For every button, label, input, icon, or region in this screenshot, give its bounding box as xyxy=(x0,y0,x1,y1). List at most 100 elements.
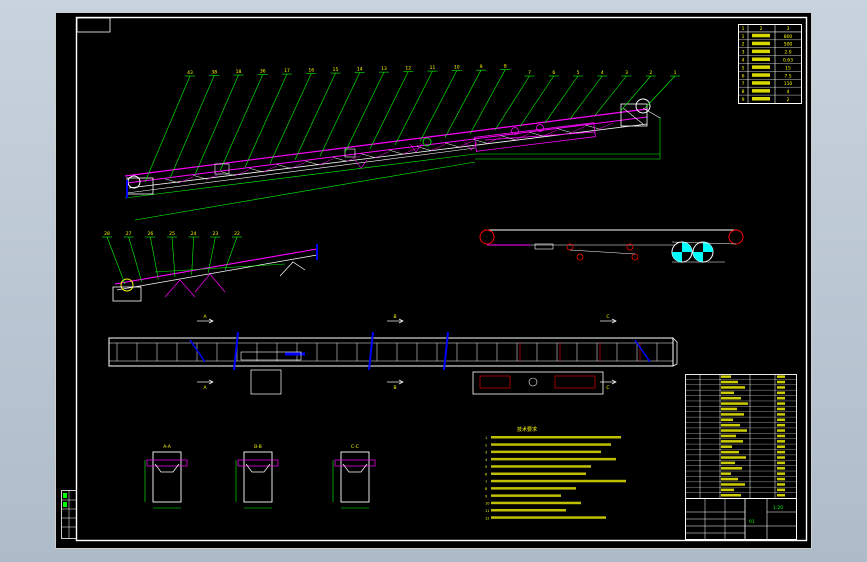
param-index: 7 xyxy=(742,81,745,87)
callout-number: 38 xyxy=(211,70,217,76)
technical-notes-title: 技术要求 xyxy=(517,426,537,433)
frame-truss xyxy=(178,176,194,184)
technical-note-number: 4 xyxy=(485,458,488,462)
section-belt xyxy=(237,459,279,467)
param-label-glyphs xyxy=(752,73,770,77)
callout-leader xyxy=(208,236,216,273)
support-leg xyxy=(354,159,368,169)
section-arrowhead xyxy=(611,318,617,324)
technical-note-number: 7 xyxy=(485,480,487,484)
callout-leader xyxy=(344,71,385,153)
callout-leader xyxy=(169,75,215,179)
callout-leader xyxy=(494,75,530,131)
section-marker-label: C xyxy=(606,314,609,320)
plan-joint xyxy=(233,331,239,371)
param-label-glyphs xyxy=(752,65,770,69)
callout-leader xyxy=(294,72,336,160)
bom-cell-text xyxy=(721,477,738,481)
frame-truss xyxy=(276,164,292,169)
bom-cell-text xyxy=(777,396,785,400)
callout-number: 23 xyxy=(212,231,218,237)
frame-truss xyxy=(458,140,474,148)
bom-cell-text xyxy=(721,423,740,427)
param-value: 110 xyxy=(784,81,793,87)
param-index: 9 xyxy=(742,97,745,103)
bom-cell-text xyxy=(777,483,785,486)
callout-number: 13 xyxy=(381,66,387,72)
bom-cell-text xyxy=(777,477,785,481)
bom-cell-text xyxy=(777,467,785,470)
bom-cell-text xyxy=(721,445,732,448)
callout-leader xyxy=(644,75,676,109)
callout-number: 27 xyxy=(126,231,132,237)
param-value: 800 xyxy=(784,34,793,40)
bom-cell-text xyxy=(721,440,743,443)
callout-number: 22 xyxy=(234,231,240,237)
callout-leader xyxy=(319,72,361,157)
technical-note-text xyxy=(491,450,601,454)
section-frame xyxy=(243,451,273,503)
support-leg xyxy=(464,141,478,151)
callout-leader xyxy=(569,75,603,120)
param-index: 3 xyxy=(742,50,745,56)
param-value: 4 xyxy=(787,89,790,95)
bom-cell-text xyxy=(721,456,746,459)
callout-leader xyxy=(244,73,288,168)
callout-number: 7 xyxy=(528,70,531,76)
bom-cell-text xyxy=(721,402,748,405)
technical-note-number: 12 xyxy=(485,516,489,520)
title-block-scale: 1:20 xyxy=(773,505,783,511)
belt-route-diagram xyxy=(479,229,744,263)
technical-note-text xyxy=(491,501,581,505)
bom-table xyxy=(685,374,797,499)
technical-note-text xyxy=(491,443,611,446)
param-label-glyphs xyxy=(752,81,770,85)
technical-note-text xyxy=(491,457,616,461)
callout-leader xyxy=(419,70,458,142)
bom-cell-text xyxy=(721,429,747,432)
section-arrowhead xyxy=(611,379,617,385)
section-arrowhead xyxy=(208,379,214,385)
bom-cell-text xyxy=(777,461,785,465)
callout-leader xyxy=(144,75,191,183)
bom-cell-text xyxy=(721,386,745,389)
param-index: 2 xyxy=(742,42,745,48)
callout-number: 9 xyxy=(480,64,483,70)
param-index: 1 xyxy=(742,34,745,40)
frame-truss xyxy=(542,129,558,137)
technical-note-number: 11 xyxy=(485,509,489,513)
param-label-glyphs xyxy=(752,89,770,93)
technical-note-number: 1 xyxy=(485,436,487,440)
bom-cell-text xyxy=(721,450,739,454)
callout-number: 6 xyxy=(552,70,555,76)
param-label-glyphs xyxy=(752,57,770,61)
bom-cell-text xyxy=(721,380,738,384)
callout-number: 4 xyxy=(601,70,604,76)
frame-truss xyxy=(402,147,418,155)
callout-leader xyxy=(544,75,579,123)
support-leg xyxy=(409,143,423,153)
callout-leader xyxy=(171,236,176,278)
param-value: 15 xyxy=(785,65,791,71)
callout-number: 12 xyxy=(405,66,411,72)
callout-leader xyxy=(224,236,238,271)
param-label-glyphs xyxy=(752,49,770,54)
plan-joint xyxy=(368,331,374,371)
param-value: 2 xyxy=(787,97,790,103)
callout-leader xyxy=(219,74,264,172)
callout-number: 43 xyxy=(187,70,193,76)
param-label-glyphs xyxy=(752,97,770,101)
callout-leader xyxy=(369,71,409,149)
callout-number: 10 xyxy=(454,65,460,71)
callout-number: 5 xyxy=(577,70,580,76)
param-value: 500 xyxy=(784,42,793,48)
bom-cell-text xyxy=(777,407,785,411)
param-header-cell: 2 xyxy=(760,26,763,32)
technical-note-text xyxy=(491,494,561,497)
callout-number: 15 xyxy=(333,67,339,73)
technical-note-number: 2 xyxy=(485,443,487,447)
callout-leader xyxy=(150,236,159,280)
